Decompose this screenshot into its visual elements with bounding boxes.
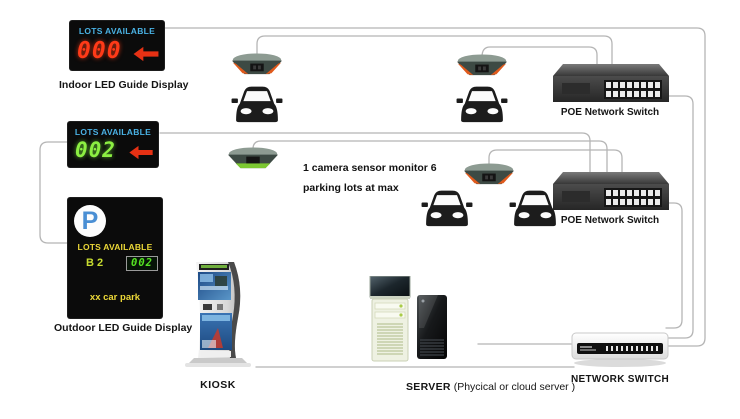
- line-poe1-network: [665, 95, 694, 339]
- poe-switch-icon: [553, 64, 669, 102]
- outdoor-led-display: P LOTS AVAILABLE B 2 002 xx car park: [68, 198, 162, 318]
- server-label-detail: (Phycical or cloud server ): [453, 381, 576, 393]
- outdoor-count: 002: [126, 256, 158, 271]
- outdoor-park-name: xx car park: [89, 292, 141, 303]
- display2-digits: 002: [75, 138, 116, 162]
- network-switch-label: NETWORK SWITCH: [570, 374, 670, 385]
- camera-sensor-icon: [463, 163, 515, 185]
- indoor-display-label: Indoor LED Guide Display: [59, 79, 189, 91]
- outdoor-zone: B 2: [86, 257, 104, 269]
- line-sensor2-poe1: [481, 46, 598, 75]
- parking-p-icon: P: [74, 205, 106, 237]
- line-display2-outdoor: [39, 141, 69, 244]
- server-tower-icon: [417, 295, 447, 359]
- server-label-name: SERVER: [406, 381, 451, 393]
- camera-sensor-icon: [227, 147, 279, 169]
- line-sensor1-poe1: [256, 35, 613, 75]
- annotation-line2: parking lots at max: [303, 182, 399, 194]
- display1-header: LOTS AVAILABLE: [78, 26, 156, 36]
- car-icon: [421, 190, 473, 227]
- indoor-led-display-1: LOTS AVAILABLE 000: [70, 21, 164, 70]
- poe-switch-icon: [553, 172, 669, 210]
- car-icon: [231, 86, 283, 123]
- camera-sensor-icon: [231, 53, 283, 75]
- network-switch-icon: [571, 332, 669, 367]
- kiosk-label: KIOSK: [200, 379, 236, 391]
- left-arrow-icon: [133, 46, 159, 62]
- car-icon: [456, 86, 508, 123]
- display2-header: LOTS AVAILABLE: [74, 127, 152, 137]
- server-monitor-tower-icon: [369, 276, 411, 362]
- poe-switch-2-label: POE Network Switch: [560, 215, 660, 226]
- server-label: SERVER (Phycical or cloud server ): [406, 381, 575, 393]
- annotation-line1: 1 camera sensor monitor 6: [303, 162, 437, 174]
- left-arrow-icon: [129, 145, 153, 160]
- camera-sensor-icon: [456, 54, 508, 76]
- outdoor-display-label: Outdoor LED Guide Display: [54, 322, 193, 334]
- line-sensor3-poe2: [252, 140, 608, 183]
- line-poe2-network: [665, 202, 683, 329]
- line-display1-network: [163, 27, 706, 347]
- outdoor-header: LOTS AVAILABLE: [77, 242, 153, 252]
- display1-digits: 000: [77, 38, 122, 64]
- line-sensor4-poe2: [488, 149, 623, 183]
- poe-switch-1-label: POE Network Switch: [560, 107, 660, 118]
- indoor-led-display-2: LOTS AVAILABLE 002: [68, 122, 158, 167]
- car-icon: [509, 190, 561, 227]
- kiosk-icon: [185, 262, 251, 367]
